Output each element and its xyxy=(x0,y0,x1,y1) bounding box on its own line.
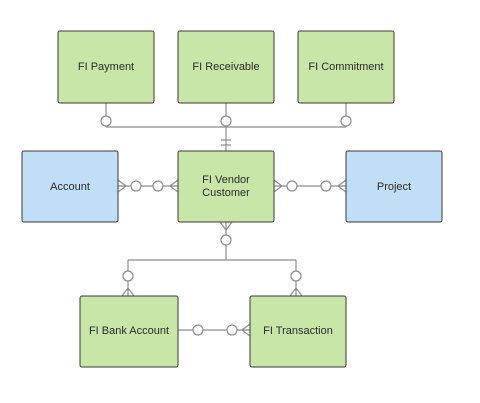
marker-vendor-right-crow-b xyxy=(273,185,283,193)
marker-vendor-right-zero xyxy=(286,180,298,192)
marker-transaction-top-zero xyxy=(290,270,302,282)
marker-vendor-bottom-zero xyxy=(220,234,232,246)
entity-fi-payment-label: FI Payment xyxy=(78,61,134,73)
entity-fi-payment[interactable]: FI Payment xyxy=(57,30,155,104)
marker-project-crow-a xyxy=(337,179,347,187)
marker-project-crow-b xyxy=(337,185,347,193)
entity-fi-bank-account-label: FI Bank Account xyxy=(89,325,169,337)
marker-vendor-left-zero xyxy=(152,180,164,192)
entity-fi-vendor-customer-line2: Customer xyxy=(202,187,250,199)
marker-transaction-left-crow-b xyxy=(241,329,251,337)
entity-fi-commitment[interactable]: FI Commitment xyxy=(297,30,395,104)
marker-vendor-bottom-crow-b xyxy=(225,221,233,231)
entity-account-label: Account xyxy=(50,181,90,193)
marker-bankaccount-crow-b xyxy=(127,287,135,297)
marker-transaction-crow-b xyxy=(295,287,303,297)
marker-transaction-crow-a xyxy=(289,287,297,297)
marker-transaction-left-crow-a xyxy=(241,323,251,331)
marker-commitment-zero xyxy=(340,115,352,127)
marker-account-crow-b xyxy=(117,185,127,193)
marker-project-zero xyxy=(320,180,332,192)
edges xyxy=(105,103,347,331)
marker-payment-zero xyxy=(100,115,112,127)
marker-vendor-bottom-crow-a xyxy=(219,221,227,231)
entity-fi-vendor-customer-line1: FI Vendor xyxy=(202,174,250,186)
entity-fi-transaction-label: FI Transaction xyxy=(263,325,333,337)
entity-fi-bank-account[interactable]: FI Bank Account xyxy=(79,295,179,368)
entity-fi-vendor-customer[interactable]: FI Vendor Customer xyxy=(177,150,275,223)
entity-fi-receivable[interactable]: FI Receivable xyxy=(177,30,275,104)
entity-fi-transaction[interactable]: FI Transaction xyxy=(249,295,347,368)
marker-bankaccount-crow-a xyxy=(121,287,129,297)
marker-account-crow-a xyxy=(117,179,127,187)
marker-receivable-zero xyxy=(220,115,232,127)
marker-vendor-left-crow-a xyxy=(169,179,179,187)
entity-fi-commitment-label: FI Commitment xyxy=(308,61,383,73)
marker-transaction-left-zero xyxy=(226,324,238,336)
entity-project-label: Project xyxy=(377,181,411,193)
entity-fi-receivable-label: FI Receivable xyxy=(192,61,259,73)
cardinality-markers xyxy=(100,115,352,337)
entity-project[interactable]: Project xyxy=(345,150,443,223)
marker-vendor-right-crow-a xyxy=(273,179,283,187)
marker-bankaccount-right-zero xyxy=(192,324,204,336)
marker-vendor-left-crow-b xyxy=(169,185,179,193)
entity-account[interactable]: Account xyxy=(21,150,119,223)
marker-bankaccount-zero xyxy=(122,270,134,282)
marker-account-zero xyxy=(130,180,142,192)
